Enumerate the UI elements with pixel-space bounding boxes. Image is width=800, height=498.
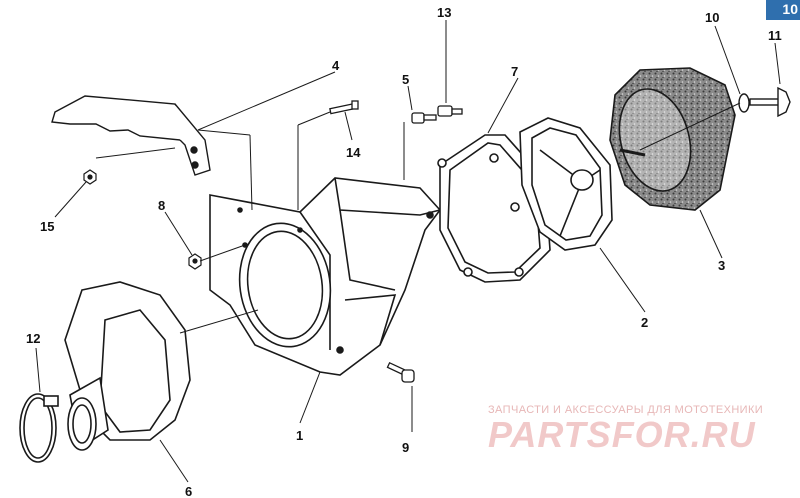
- callout-8: 8: [158, 198, 165, 213]
- leader-lines: [35, 20, 781, 483]
- callout-10: 10: [705, 10, 719, 25]
- part-11-wingbolt: [749, 86, 791, 118]
- part-10-washer: [738, 93, 750, 113]
- callout-15: 15: [40, 219, 54, 234]
- part-1-housing: [209, 177, 442, 376]
- callout-4: 4: [332, 58, 340, 73]
- callout-9: 9: [402, 440, 409, 455]
- part-12-clamp: [19, 393, 59, 463]
- callouts: 1 2 3 4 5 6 7 8 9 10 11 12 13 14 15: [26, 5, 782, 498]
- watermark-brand: PARTSFOR.RU: [488, 414, 756, 455]
- callout-6: 6: [185, 484, 192, 498]
- part-14-bolt: [329, 100, 359, 115]
- callout-13: 13: [437, 5, 451, 20]
- watermark: ЗАПЧАСТИ И АКСЕССУАРЫ ДЛЯ МОТОТЕХНИКИ PA…: [488, 404, 788, 456]
- callout-3: 3: [718, 258, 725, 273]
- callout-12: 12: [26, 331, 40, 346]
- callout-14: 14: [346, 145, 361, 160]
- part-9-bolt: [386, 361, 415, 383]
- part-4-bracket: [51, 95, 211, 176]
- part-2-cage: [519, 117, 613, 251]
- part-8-nut: [188, 253, 202, 270]
- page-tab: 10: [766, 0, 800, 20]
- callout-2: 2: [641, 315, 648, 330]
- callout-5: 5: [402, 72, 409, 87]
- callout-7: 7: [511, 64, 518, 79]
- part-5-bolt: [411, 112, 437, 124]
- part-13-bolt: [437, 105, 463, 117]
- watermark-subtitle: ЗАПЧАСТИ И АКСЕССУАРЫ ДЛЯ МОТОТЕХНИКИ: [488, 404, 764, 416]
- part-3-foam-filter: [609, 67, 736, 211]
- part-6-boot: [64, 281, 191, 451]
- callout-11: 11: [768, 28, 782, 43]
- part-15-nut: [83, 169, 97, 185]
- callout-1: 1: [296, 428, 303, 443]
